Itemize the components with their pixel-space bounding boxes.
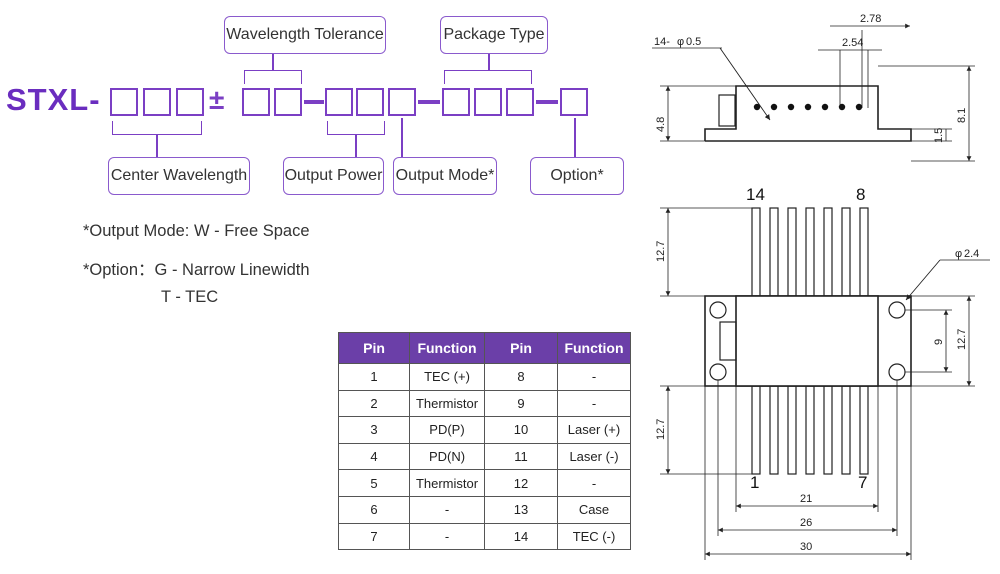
table-cell: TEC (-): [557, 522, 631, 551]
table-cell: Laser (-): [557, 442, 631, 471]
dim-label-15: 1.5: [933, 128, 945, 143]
dim-label-pin-count: 14-: [654, 36, 670, 48]
table-cell: -: [557, 389, 631, 418]
table-header-cell: Function: [409, 332, 485, 364]
table-cell: Thermistor: [409, 389, 485, 418]
connector-line: [272, 54, 274, 70]
dim-label-278: 2.78: [860, 13, 881, 25]
table-row: 3 PD(P) 10 Laser (+): [338, 416, 631, 444]
bracket-output-power: [327, 121, 385, 135]
code-box-power-1: [325, 88, 353, 116]
connector-line: [401, 118, 403, 157]
code-dash: [418, 100, 440, 104]
table-cell: -: [409, 522, 485, 551]
table-row: 6 - 13 Case: [338, 495, 631, 524]
side-view: [652, 23, 975, 162]
table-cell: 13: [484, 495, 558, 524]
connector-line: [355, 135, 357, 157]
dim-label-dia-symbol: φ: [677, 36, 684, 48]
table-header-cell: Function: [557, 332, 631, 364]
label-package-type: Package Type: [440, 16, 548, 54]
dim-label-81: 8.1: [956, 108, 968, 123]
table-cell: -: [409, 495, 485, 524]
table-cell: 1: [338, 363, 410, 391]
table-cell: 12: [484, 469, 558, 497]
table-cell: 7: [338, 522, 410, 551]
dim-label-hole: 2.4: [964, 248, 979, 260]
dim-label-48: 4.8: [655, 117, 667, 132]
table-header-cell: Pin: [338, 332, 410, 364]
code-box-option: [560, 88, 588, 116]
code-box-package-3: [506, 88, 534, 116]
label-output-mode: Output Mode*: [393, 157, 497, 195]
note-option-t: T - TEC: [161, 288, 219, 306]
code-box-package-2: [474, 88, 502, 116]
bracket-tolerance: [244, 70, 302, 84]
dim-label-30: 30: [800, 541, 812, 553]
dim-label-127-bottom: 12.7: [655, 419, 667, 440]
dim-label-26: 26: [800, 517, 812, 529]
dim-label-pin-diameter: 0.5: [686, 36, 701, 48]
bracket-package: [444, 70, 532, 84]
pin-label-1: 1: [750, 473, 759, 492]
table-cell: Case: [557, 495, 631, 524]
bracket-center-wavelength: [112, 121, 202, 135]
pin-label-7: 7: [858, 473, 867, 492]
dim-label-dia-symbol: φ: [955, 248, 962, 260]
table-cell: 8: [484, 363, 558, 391]
code-box-wavelength-2: [143, 88, 171, 116]
table-cell: PD(N): [409, 442, 485, 471]
table-row: 7 - 14 TEC (-): [338, 522, 631, 551]
connector-line: [574, 118, 576, 157]
table-cell: -: [557, 363, 631, 391]
dim-label-21: 21: [800, 493, 812, 505]
code-box-power-2: [356, 88, 384, 116]
dim-label-254: 2.54: [842, 37, 863, 49]
dim-label-127-top: 12.7: [655, 241, 667, 262]
label-option: Option*: [530, 157, 624, 195]
code-box-tolerance-2: [274, 88, 302, 116]
code-box-mode: [388, 88, 416, 116]
table-cell: Laser (+): [557, 416, 631, 444]
table-cell: Thermistor: [409, 469, 485, 497]
pin-label-8: 8: [856, 185, 865, 204]
note-option-g: *Option：G - Narrow Linewidth: [83, 261, 310, 279]
code-dash: [536, 100, 558, 104]
side-view-pins: [753, 103, 863, 111]
pin-label-14: 14: [746, 185, 765, 204]
part-code-prefix: STXL-: [6, 82, 101, 117]
label-output-power: Output Power: [283, 157, 384, 195]
connector-line: [488, 54, 490, 70]
table-header-row: Pin Function Pin Function: [338, 332, 631, 364]
plus-minus-sign: ±: [209, 84, 225, 115]
code-box-package-1: [442, 88, 470, 116]
table-cell: 3: [338, 416, 410, 444]
connector-line: [156, 135, 158, 157]
pin-function-table: Pin Function Pin Function 1 TEC (+) 8 - …: [338, 332, 631, 551]
table-cell: 5: [338, 469, 410, 497]
table-cell: 14: [484, 522, 558, 551]
code-box-tolerance-1: [242, 88, 270, 116]
table-header-cell: Pin: [484, 332, 558, 364]
bottom-view: [660, 207, 990, 560]
code-dash: [304, 100, 324, 104]
table-cell: 4: [338, 442, 410, 471]
table-row: 5 Thermistor 12 -: [338, 469, 631, 497]
label-wavelength-tolerance: Wavelength Tolerance: [224, 16, 386, 54]
label-center-wavelength: Center Wavelength: [108, 157, 250, 195]
table-row: 1 TEC (+) 8 -: [338, 363, 631, 391]
code-box-wavelength-3: [176, 88, 204, 116]
dim-label-9: 9: [933, 339, 945, 345]
code-box-wavelength-1: [110, 88, 138, 116]
dim-label-127-right: 12.7: [956, 329, 968, 350]
note-output-mode: *Output Mode: W - Free Space: [83, 222, 310, 240]
